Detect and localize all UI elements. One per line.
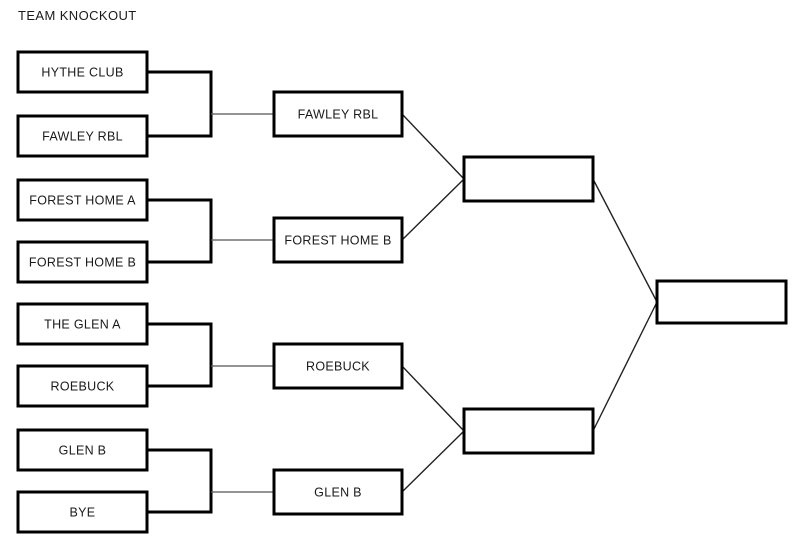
slot-box-r1-1[interactable] xyxy=(16,50,149,94)
slot-label-r1-7: GLEN B xyxy=(59,443,107,457)
slot-box-r1-8[interactable] xyxy=(16,490,149,534)
slot-box-r3-1[interactable] xyxy=(462,155,595,203)
slot-box-r1-4[interactable] xyxy=(16,240,149,284)
slot-label-r1-3: FOREST HOME A xyxy=(29,193,136,207)
slot-box-r4-1[interactable] xyxy=(655,279,788,325)
bracket-slot-r1-2[interactable]: FAWLEY RBL xyxy=(16,114,149,158)
semifinal-diagonal-connector-2 xyxy=(592,301,658,432)
bracket-slot-r1-8[interactable]: BYE xyxy=(16,490,149,534)
slot-box-r1-3[interactable] xyxy=(16,178,149,222)
slot-box-r3-2[interactable] xyxy=(462,407,595,455)
bracket-slot-r4-1[interactable] xyxy=(655,279,788,325)
slot-label-r1-2: FAWLEY RBL xyxy=(42,129,123,143)
round2-diagonal-connector-1 xyxy=(401,113,465,180)
connector-layer xyxy=(147,70,658,514)
slot-box-r1-7[interactable] xyxy=(16,428,149,472)
bracket-slot-r3-2[interactable] xyxy=(462,407,595,455)
slot-label-r1-1: HYTHE CLUB xyxy=(41,65,123,79)
slot-box-r2-4[interactable] xyxy=(272,468,404,516)
page-title: TEAM KNOCKOUT xyxy=(18,8,137,23)
bracket-slot-r2-1[interactable]: FAWLEY RBL xyxy=(272,90,404,138)
round1-bracket-connector-1 xyxy=(147,70,213,138)
slot-box-r1-6[interactable] xyxy=(16,364,149,408)
slot-layer: HYTHE CLUB FAWLEY RBL FOREST HOME A FOREST … xyxy=(16,50,788,534)
round2-diagonal-connector-2 xyxy=(401,178,465,241)
slot-box-r1-5[interactable] xyxy=(16,302,149,346)
slot-box-r2-2[interactable] xyxy=(272,216,404,264)
round1-bracket-connector-2 xyxy=(147,198,213,264)
bracket-slot-r2-2[interactable]: FOREST HOME B xyxy=(272,216,404,264)
slot-label-r2-4: GLEN B xyxy=(314,485,362,499)
bracket-slot-r1-5[interactable]: THE GLEN A xyxy=(16,302,149,346)
round1-bracket-connector-3 xyxy=(147,322,213,388)
bracket-slot-r1-3[interactable]: FOREST HOME A xyxy=(16,178,149,222)
bracket-slot-r1-1[interactable]: HYTHE CLUB xyxy=(16,50,149,94)
slot-box-r1-2[interactable] xyxy=(16,114,149,158)
slot-label-r1-5: THE GLEN A xyxy=(44,317,121,331)
bracket-slot-r1-6[interactable]: ROEBUCK xyxy=(16,364,149,408)
round2-diagonal-connector-4 xyxy=(401,430,465,493)
slot-label-r2-3: ROEBUCK xyxy=(306,359,370,373)
bracket-slot-r2-4[interactable]: GLEN B xyxy=(272,468,404,516)
slot-box-r2-3[interactable] xyxy=(272,342,404,390)
slot-label-r2-1: FAWLEY RBL xyxy=(298,107,379,121)
slot-label-r1-8: BYE xyxy=(70,505,96,519)
slot-box-r2-1[interactable] xyxy=(272,90,404,138)
bracket-slot-r3-1[interactable] xyxy=(462,155,595,203)
slot-label-r2-2: FOREST HOME B xyxy=(284,233,391,247)
round1-bracket-connector-4 xyxy=(147,448,213,514)
bracket-slot-r1-4[interactable]: FOREST HOME B xyxy=(16,240,149,284)
bracket-slot-r1-7[interactable]: GLEN B xyxy=(16,428,149,472)
semifinal-diagonal-connector-1 xyxy=(592,178,658,303)
slot-label-r1-6: ROEBUCK xyxy=(51,379,115,393)
bracket-slot-r2-3[interactable]: ROEBUCK xyxy=(272,342,404,390)
round2-diagonal-connector-3 xyxy=(401,365,465,432)
slot-label-r1-4: FOREST HOME B xyxy=(29,255,136,269)
